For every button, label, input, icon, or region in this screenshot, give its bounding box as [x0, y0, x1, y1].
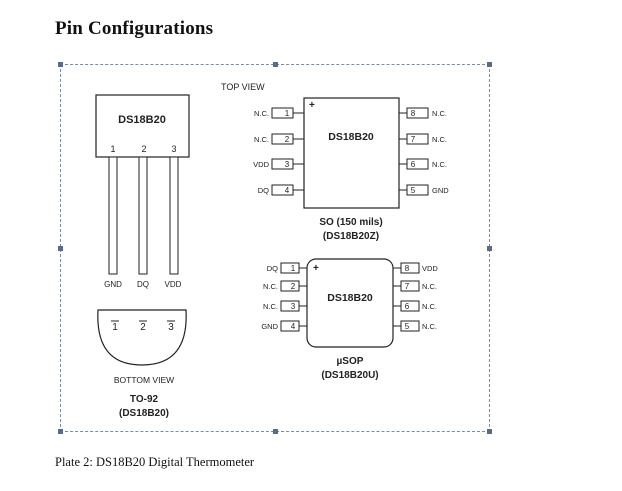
- usop-chip-label: DS18B20: [327, 292, 373, 304]
- top-view-label: TOP VIEW: [221, 82, 265, 92]
- usop-pin-number: 7: [405, 282, 410, 291]
- so-pin-number: 5: [411, 186, 416, 195]
- so-pin-box: [271, 158, 294, 170]
- usop-package-label: µSOP: [337, 356, 364, 367]
- usop-pin-number: 8: [405, 264, 410, 273]
- usop-pin-number: 3: [291, 302, 296, 311]
- usop-pin-name: N.C.: [263, 302, 278, 311]
- usop-marker: +: [313, 263, 319, 274]
- so-marker: +: [309, 100, 315, 111]
- to92-pin-name: GND: [104, 280, 122, 289]
- to92-bottom-outline: [97, 309, 187, 366]
- usop-right-pins: 8 7 6 5 VDD N.C. N.C. N.C.: [393, 262, 438, 332]
- to92-pin-number: 2: [141, 144, 146, 154]
- so-pin-number: 4: [285, 186, 290, 195]
- usop-part-label: (DS18B20U): [321, 370, 378, 381]
- so-pin-box: [271, 184, 294, 196]
- to92-bottom-number: 2: [140, 322, 146, 333]
- usop-pin-number: 4: [291, 322, 296, 331]
- so-pin-number: 6: [411, 160, 416, 169]
- resize-handle[interactable]: [487, 62, 492, 67]
- usop-pin-name: N.C.: [422, 322, 437, 331]
- so-package-label: SO (150 mils): [319, 217, 382, 228]
- to92-chip-label: DS18B20: [118, 114, 166, 126]
- usop-pin-name: VDD: [422, 264, 438, 273]
- resize-handle[interactable]: [273, 429, 278, 434]
- so-pin-name: N.C.: [254, 109, 269, 118]
- resize-handle[interactable]: [273, 62, 278, 67]
- usop-left-pins: 1 2 3 4 DQ N.C. N.C. GND: [261, 262, 307, 332]
- usop-pin-name: N.C.: [422, 282, 437, 291]
- so-pin-box: [271, 133, 294, 145]
- resize-handle[interactable]: [58, 429, 63, 434]
- usop-pin-box: [400, 320, 420, 332]
- so-pin-number: 2: [285, 135, 290, 144]
- so-pin-number: 7: [411, 135, 416, 144]
- usop-pin-box: [400, 300, 420, 312]
- usop-pin-box: [400, 262, 420, 274]
- to92-pin-name: DQ: [137, 280, 149, 289]
- page-heading: Pin Configurations: [55, 18, 214, 39]
- to92-package-label: TO-92: [130, 394, 159, 405]
- so-pin-number: 8: [411, 109, 416, 118]
- usop-pin-name: N.C.: [263, 282, 278, 291]
- so-pin-name: DQ: [258, 186, 269, 195]
- so-part-label: (DS18B20Z): [323, 231, 379, 242]
- so-chip-label: DS18B20: [328, 131, 374, 143]
- to92-lead: [169, 156, 179, 275]
- so-pin-number: 3: [285, 160, 290, 169]
- resize-handle[interactable]: [487, 246, 492, 251]
- so-pin-name: N.C.: [254, 135, 269, 144]
- to92-lead: [138, 156, 148, 275]
- to92-lead: [108, 156, 118, 275]
- so-pin-box: [271, 107, 294, 119]
- usop-pin-number: 1: [291, 264, 296, 273]
- figure-frame[interactable]: TOP VIEW DS18B20 1 2 3 GND DQ VDD 1 2 3 …: [58, 62, 492, 434]
- to92-pin-number: 3: [171, 144, 176, 154]
- usop-pin-box: [400, 280, 420, 292]
- resize-handle[interactable]: [487, 429, 492, 434]
- usop-pin-name: N.C.: [422, 302, 437, 311]
- to92-bottom-number: 3: [168, 322, 174, 333]
- so-pin-name: N.C.: [432, 135, 447, 144]
- bottom-view-label: BOTTOM VIEW: [114, 375, 174, 385]
- to92-pin-name: VDD: [165, 280, 182, 289]
- so-right-pins: 8 7 6 5 N.C. N.C. N.C. GND: [399, 107, 449, 196]
- so-pin-name: VDD: [253, 160, 269, 169]
- so-pin-name: GND: [432, 186, 449, 195]
- usop-pin-name: GND: [261, 322, 278, 331]
- resize-handle[interactable]: [58, 62, 63, 67]
- usop-pin-number: 6: [405, 302, 410, 311]
- to92-body: [95, 94, 190, 158]
- pin-diagram: TOP VIEW DS18B20 1 2 3 GND DQ VDD 1 2 3 …: [95, 82, 449, 419]
- resize-handle[interactable]: [58, 246, 63, 251]
- to92-pin-number: 1: [110, 144, 115, 154]
- to92-bottom-number: 1: [112, 322, 118, 333]
- usop-body: [306, 258, 394, 348]
- usop-pin-name: DQ: [267, 264, 278, 273]
- figure-caption: Plate 2: DS18B20 Digital Thermometer: [55, 455, 255, 469]
- so-left-pins: 1 2 3 4 N.C. N.C. VDD DQ: [253, 107, 304, 196]
- to92-part-label: (DS18B20): [119, 408, 169, 419]
- so-pin-name: N.C.: [432, 109, 447, 118]
- so-pin-number: 1: [285, 109, 290, 118]
- usop-pin-number: 2: [291, 282, 296, 291]
- so-body: [303, 97, 400, 209]
- usop-pin-number: 5: [405, 322, 410, 331]
- so-pin-name: N.C.: [432, 160, 447, 169]
